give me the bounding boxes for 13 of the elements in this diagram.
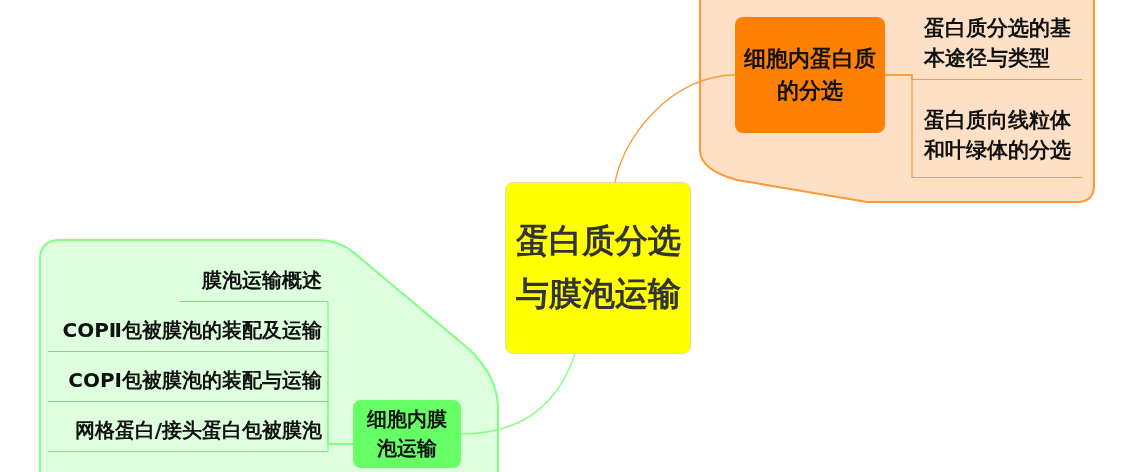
connector	[614, 74, 736, 183]
topic-box: 细胞内蛋白质的分选	[735, 17, 885, 133]
subtopic-text: COPⅡ包被膜泡的装配及运输	[62, 316, 323, 344]
subtopic-text: 蛋白质向线粒体和叶绿体的分选	[922, 106, 1072, 164]
subtopic-text: 蛋白质分选的基本途径与类型	[922, 14, 1072, 72]
connector	[327, 443, 354, 453]
central-topic-box: 蛋白质分选与膜泡运输	[505, 182, 691, 354]
connector	[460, 353, 576, 435]
subtopic-text: 膜泡运输概述	[202, 266, 323, 294]
subtopic-text: 网格蛋白/接头蛋白包被膜泡	[74, 416, 323, 444]
topic-box: 细胞内膜泡运输	[353, 400, 461, 468]
connector	[884, 74, 913, 179]
subtopic-text: COPⅠ包被膜泡的装配与运输	[68, 366, 323, 394]
